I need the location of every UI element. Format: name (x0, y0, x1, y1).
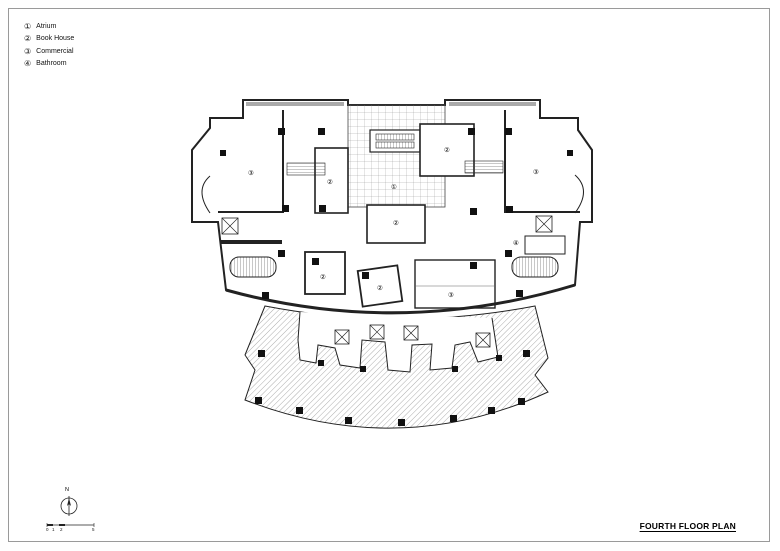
tag-commercial: ③ (533, 168, 539, 176)
legend-item-bathroom: ④ Bathroom (24, 58, 74, 71)
scale-label: 1 (52, 527, 55, 532)
north-arrow-icon (60, 496, 78, 516)
legend-label: Bathroom (36, 60, 67, 68)
north-label: N (65, 487, 69, 493)
legend: ① Atrium ② Book House ③ Commercial ④ Bat… (24, 20, 74, 70)
legend-number: ② (24, 34, 32, 44)
legend-label: Atrium (36, 22, 57, 30)
tag-atrium: ① (391, 183, 397, 191)
tag-book-house: ② (377, 284, 383, 292)
scale-label: 2 (60, 527, 63, 532)
legend-item-atrium: ① Atrium (24, 20, 74, 33)
drawing-title: FOURTH FLOOR PLAN (639, 521, 736, 531)
legend-number: ③ (24, 46, 32, 56)
tag-book-house: ② (444, 146, 450, 154)
tag-book-house: ② (320, 273, 326, 281)
legend-item-commercial: ③ Commercial (24, 45, 74, 58)
tag-commercial: ③ (448, 291, 454, 299)
tag-commercial: ③ (248, 169, 254, 177)
legend-number: ④ (24, 59, 32, 69)
tag-bathroom: ④ (513, 239, 519, 247)
scale-label: 0 (46, 527, 49, 532)
scale-bar (46, 523, 95, 527)
lower-wing (244, 305, 549, 429)
tag-book-house: ② (327, 178, 333, 186)
tag-book-house: ② (393, 219, 399, 227)
main-floor (191, 99, 593, 315)
legend-number: ① (24, 21, 32, 31)
legend-label: Book House (36, 35, 75, 43)
scale-label: 5 (92, 527, 95, 532)
legend-label: Commercial (36, 47, 74, 55)
legend-item-book-house: ② Book House (24, 33, 74, 46)
drawing-border (8, 8, 770, 542)
